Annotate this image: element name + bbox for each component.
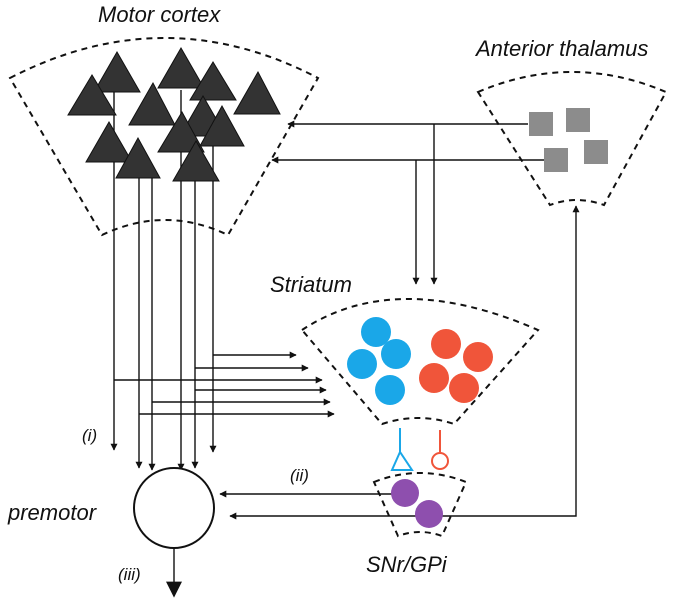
snr-gpi-label: SNr/GPi <box>366 552 448 577</box>
anterior-thalamus-region <box>476 71 668 207</box>
output-pathways <box>166 205 580 598</box>
triangle-icon <box>157 110 205 153</box>
square-icon <box>566 108 590 132</box>
circle-icon <box>419 363 449 393</box>
triangle-icon <box>172 139 220 182</box>
synapse-icon <box>390 428 414 471</box>
path-i-label: (i) <box>82 426 97 445</box>
triangle-icon <box>85 120 133 163</box>
snr-gpi-neurons <box>391 479 443 528</box>
motor-cortex-region <box>8 37 320 237</box>
square-icon <box>544 148 568 172</box>
pyramidal-neurons <box>67 46 281 182</box>
triangle-icon <box>233 70 281 115</box>
triangle-icon <box>157 46 205 89</box>
path-iii-label: (iii) <box>118 565 141 584</box>
square-icon <box>584 140 608 164</box>
thalamocortical-projections <box>271 120 544 285</box>
circle-icon <box>347 349 377 379</box>
synapse-icon <box>431 452 449 470</box>
motor-cortex-label: Motor cortex <box>98 2 221 27</box>
circle-icon <box>463 342 493 372</box>
triangle-icon <box>67 74 117 116</box>
circle-icon <box>381 339 411 369</box>
premotor-node <box>133 467 215 549</box>
triangle-icon <box>189 61 237 101</box>
circle-icon <box>391 479 419 507</box>
circle-icon <box>375 375 405 405</box>
triangle-icon <box>199 104 245 147</box>
anterior-thalamus-label: Anterior thalamus <box>474 36 648 61</box>
circle-icon <box>415 500 443 528</box>
premotor-label: premotor <box>7 500 98 525</box>
circle-icon <box>361 317 391 347</box>
triangle-icon <box>128 81 176 126</box>
thalamic-neurons <box>529 108 608 172</box>
striatal-neurons-d1 <box>347 317 411 405</box>
path-ii-label: (ii) <box>290 466 309 485</box>
striatum-label: Striatum <box>270 272 352 297</box>
triangle-icon <box>93 50 141 93</box>
triangle-icon <box>115 136 161 179</box>
striatal-output-synapses <box>390 428 449 471</box>
square-icon <box>529 112 553 136</box>
striatal-neurons-d2 <box>419 329 493 403</box>
circle-icon <box>431 329 461 359</box>
striatum-region <box>300 298 540 426</box>
circle-icon <box>449 373 479 403</box>
